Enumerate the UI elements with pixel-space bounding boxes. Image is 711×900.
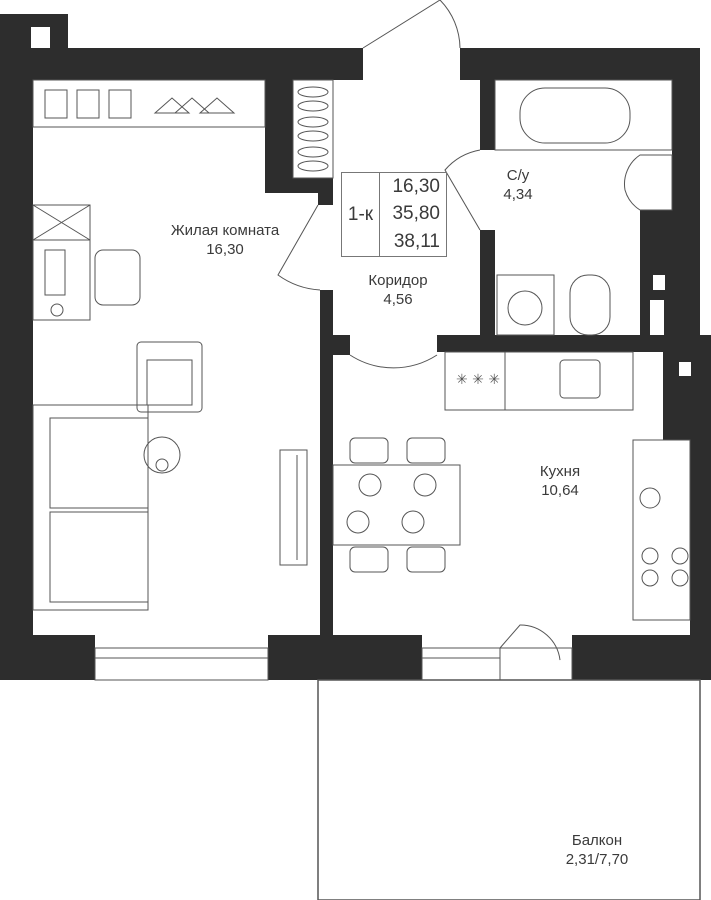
total-with-balcony-value: 38,11 [393, 231, 440, 253]
room-area: 10,64 [541, 482, 579, 499]
living-area-value: 16,30 [392, 175, 440, 197]
room-name: Жилая комната [170, 222, 280, 239]
apartment-summary: 1-к 16,30 35,80 38,11 [341, 172, 447, 257]
room-label-living: Жилая комната 16,30 [171, 221, 279, 259]
room-name: Коридор [368, 272, 428, 289]
window-living [94, 647, 269, 681]
apartment-type: 1-к [342, 173, 380, 256]
living-door [277, 204, 321, 291]
tv-stand [279, 449, 308, 566]
coffee-table [143, 436, 181, 474]
window-kitchen [421, 647, 501, 681]
room-label-balcony: Балкон 2,31/7,70 [566, 831, 629, 869]
entrance-door [362, 0, 461, 49]
sink [624, 154, 673, 211]
toilet [569, 274, 611, 336]
room-area: 4,34 [503, 186, 533, 203]
chair [94, 249, 141, 306]
total-area-value: 35,80 [392, 203, 440, 225]
shoe-rack [292, 79, 334, 179]
desk [32, 239, 91, 321]
wardrobe [32, 79, 266, 128]
kitchen-door [349, 354, 438, 369]
balcony [317, 679, 701, 900]
room-label-corridor: Коридор 4,56 [368, 271, 427, 309]
room-name: Кухня [539, 463, 581, 480]
room-name: С/у [506, 167, 530, 184]
svg-text:✳ ✳ ✳: ✳ ✳ ✳ [456, 372, 500, 388]
wall-openings [31, 27, 691, 376]
room-area: 4,56 [383, 291, 413, 308]
balcony-door [499, 647, 573, 681]
walls [0, 14, 711, 680]
room-label-bathroom: С/у 4,34 [503, 166, 532, 204]
counter-right [632, 439, 691, 621]
kitchen-sink [559, 359, 601, 399]
kitchen-counter [444, 351, 634, 411]
room-area: 16,30 [206, 241, 244, 258]
bathroom-door [444, 149, 481, 231]
room-area: 2,31/7,70 [565, 851, 629, 868]
dining-table [332, 464, 461, 546]
washing-machine [496, 274, 555, 336]
armchair [136, 341, 203, 413]
furniture [32, 0, 701, 900]
room-label-kitchen: Кухня 10,64 [540, 462, 580, 500]
bathtub [494, 79, 673, 151]
room-name: Балкон [571, 832, 623, 849]
